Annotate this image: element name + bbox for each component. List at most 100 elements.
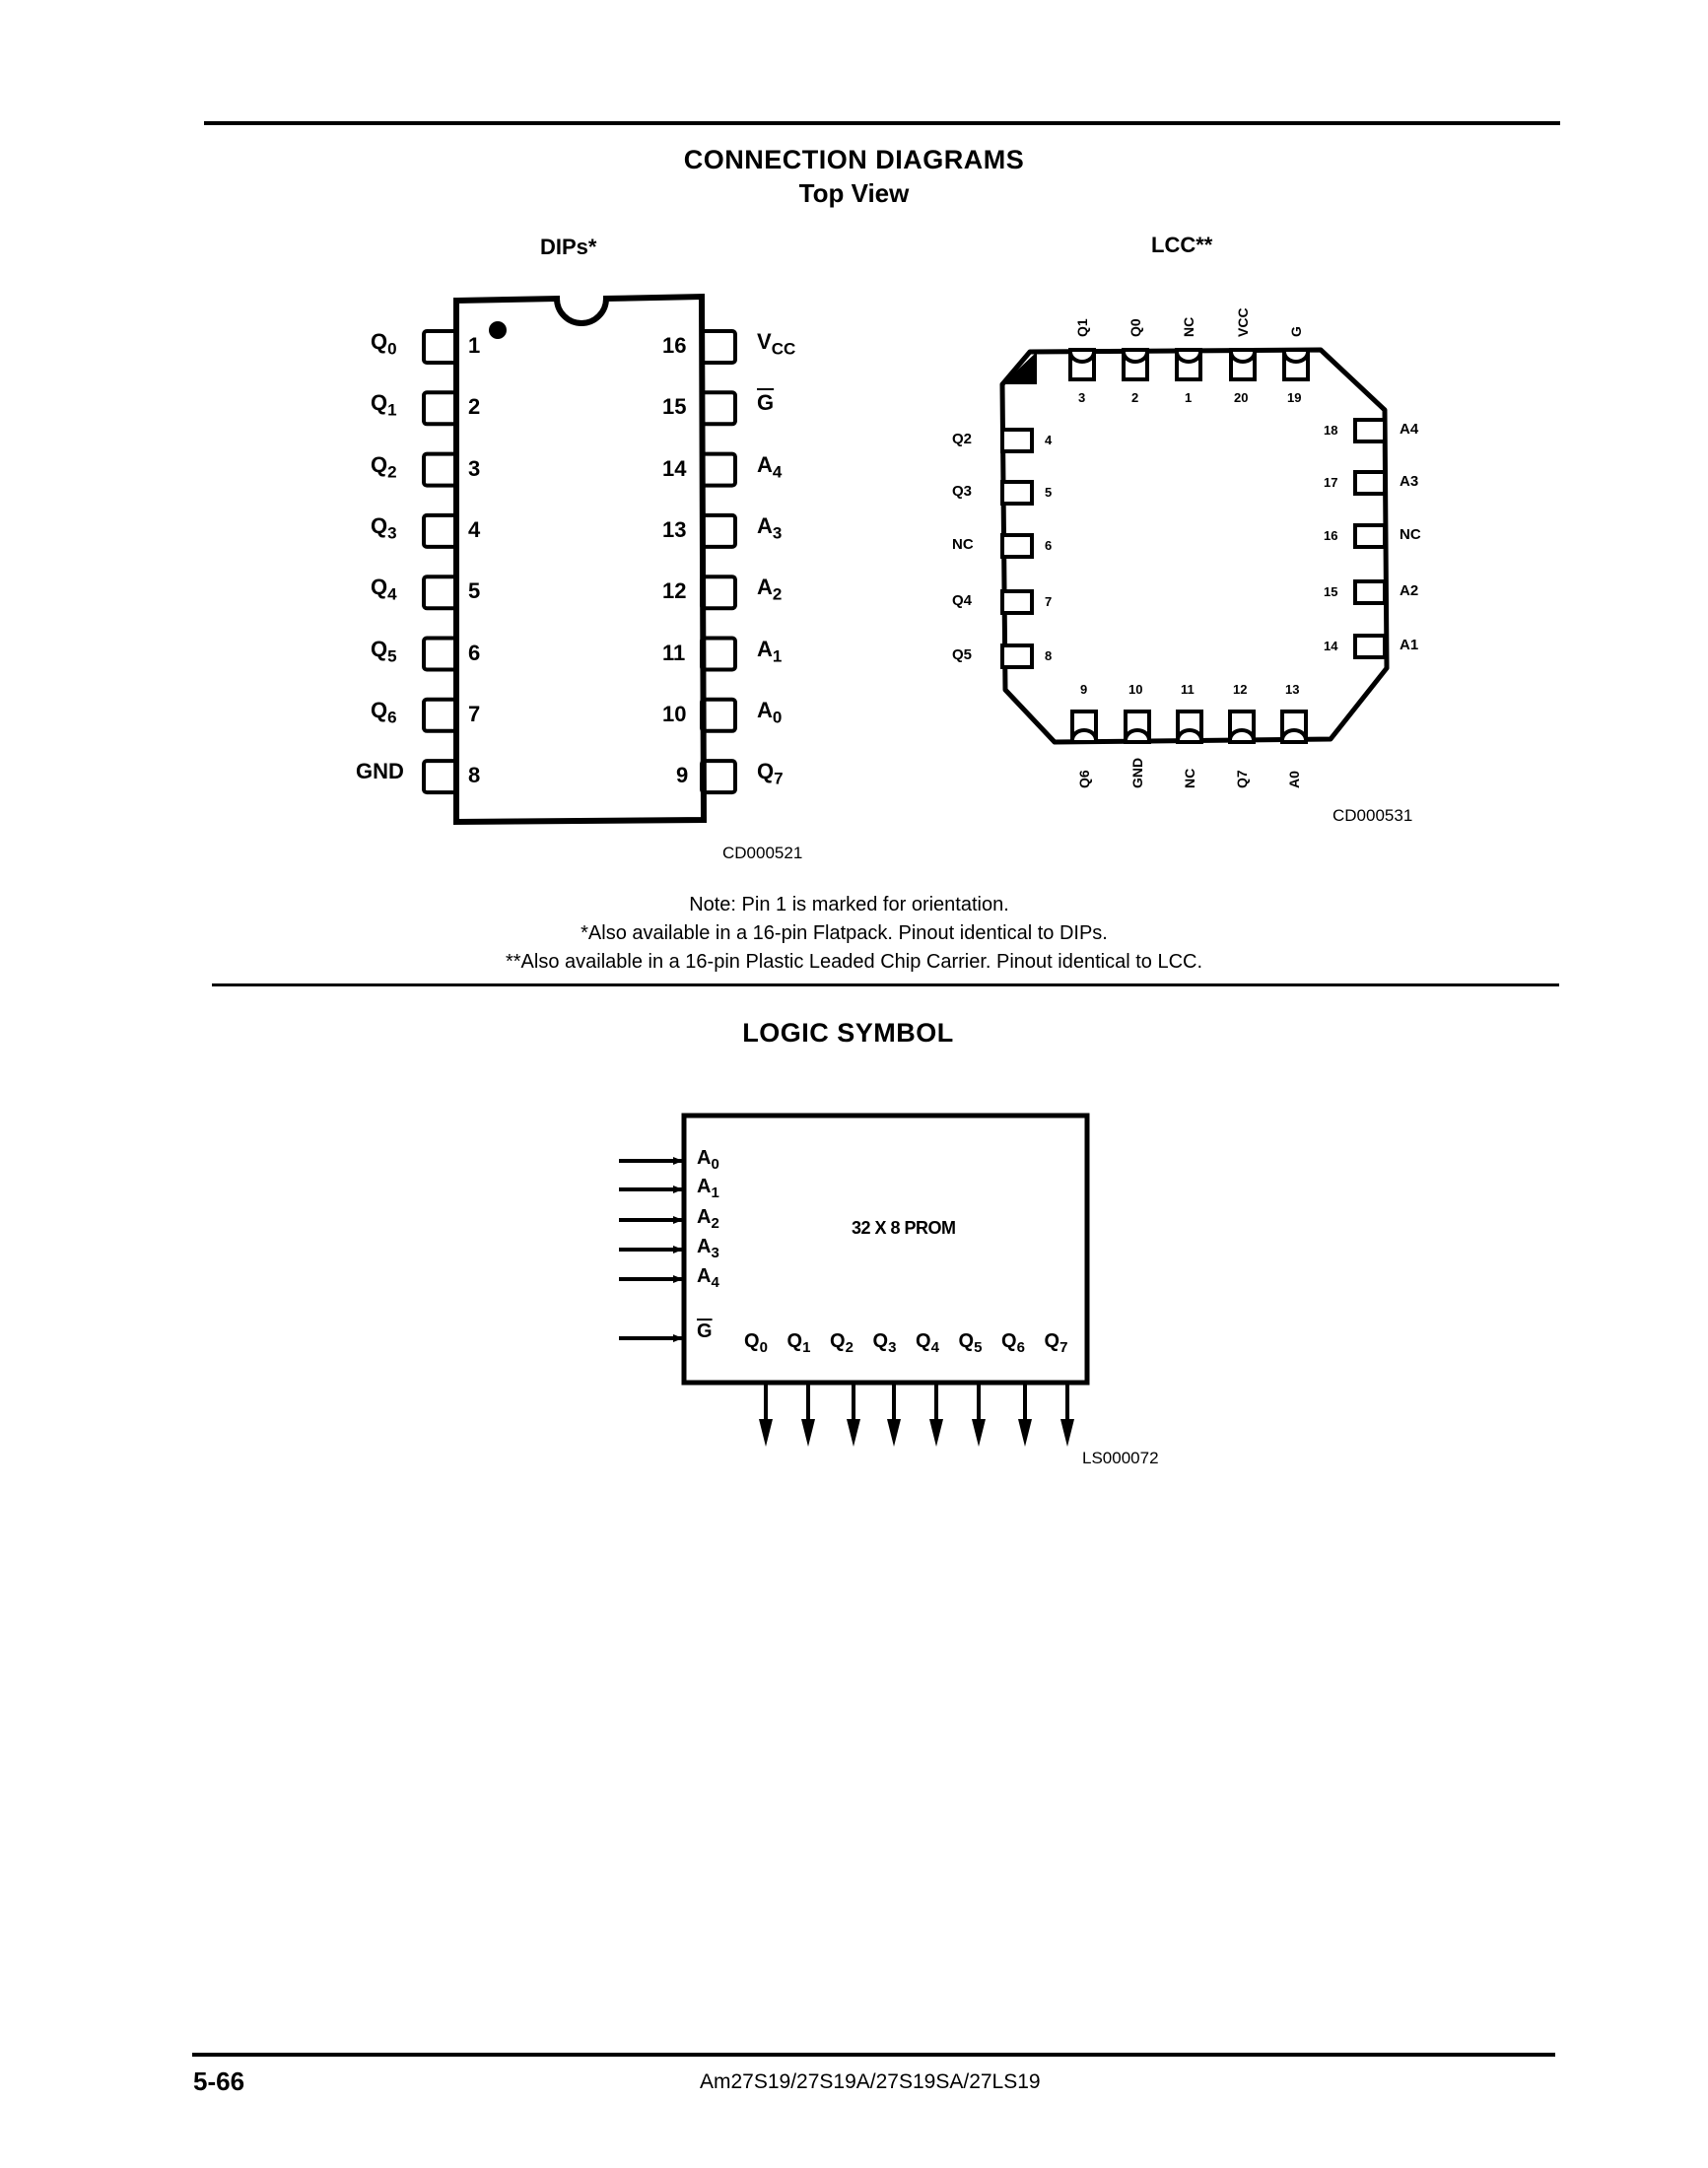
signal-name: A [757,451,773,477]
lcc-body [999,347,1390,745]
signal-subscript: 4 [387,584,397,604]
top-rule [204,121,1560,125]
output-arrowhead [887,1419,901,1447]
lcc-pin-number: 18 [1324,423,1338,438]
lcc-pin-number: 17 [1324,475,1338,490]
note-plcc: **Also available in a 16-pin Plastic Lea… [505,951,1203,973]
signal-subscript: 7 [1059,1339,1068,1356]
output-arrowhead [929,1419,943,1447]
signal-name: Q [744,1330,760,1352]
dip-pin-label: GND [356,759,404,784]
lcc-pin-label: Q3 [952,483,973,500]
prom-block [681,1113,1090,1386]
dip-pin-14 [700,451,737,488]
lcc-pin-label: VCC [1235,307,1251,337]
output-label: Q1 [787,1330,811,1356]
signal-subscript: 7 [774,769,784,788]
dip-pin-number: 4 [468,516,481,542]
dip-pin-label: A0 [757,698,782,727]
lcc-pin-label: GND [1129,757,1145,788]
signal-subscript: 5 [387,645,397,665]
input-label: A4 [697,1265,719,1291]
signal-name: Q [757,759,775,784]
lcc-pin-number: 8 [1045,648,1053,663]
dip-pin-number: 6 [468,640,481,665]
output-label: Q2 [830,1330,854,1356]
lcc-pin-19 [1282,348,1310,381]
lcc-pin-label: Q1 [1074,318,1090,337]
signal-name: Q [371,329,388,354]
signal-subscript: 4 [930,1339,939,1356]
logic-figure-code: LS000072 [1082,1449,1159,1467]
lcc-label: LCC** [1151,233,1213,257]
dip-pin-1 [422,329,458,365]
dip-pin-label: Q4 [371,575,397,604]
lcc-pin-number: 13 [1285,682,1300,697]
signal-subscript: 6 [387,708,397,727]
signal-name: Q [872,1330,889,1352]
signal-name: V [757,329,772,354]
signal-name: Q [371,451,388,477]
dip-pin-label: Q6 [371,698,397,727]
signal-name: A [697,1147,712,1169]
output-arrowhead [1018,1419,1032,1447]
dip-pin-label: Q1 [371,390,397,420]
lcc-pin-label: NC [1181,316,1196,337]
dip-body [453,293,708,826]
lcc-pin-18 [1353,418,1387,443]
dip-pin-11 [700,636,737,672]
dip-pin-label: Q5 [371,637,397,666]
output-label: Q7 [1045,1330,1068,1356]
output-label: Q3 [873,1330,897,1356]
output-arrowhead [847,1419,860,1447]
lcc-pin-number: 20 [1234,390,1249,405]
signal-name: Q [830,1330,846,1352]
dip-pin-7 [422,697,458,733]
dip-pin-number: 13 [662,516,687,542]
signal-name: A [757,636,773,661]
output-label: Q6 [1001,1330,1025,1356]
dip-label: DIPs* [540,235,597,259]
lcc-pin-7 [1000,589,1034,615]
lcc-pin-number: 11 [1181,682,1195,697]
dip-pin-label: Q0 [371,329,397,359]
signal-name: G [697,1321,713,1342]
lcc-pin-3 [1068,348,1096,381]
signal-subscript: 2 [772,584,783,604]
dip-pin-number: 3 [468,455,481,481]
signal-name: G [757,390,775,416]
dip-pin-label: A4 [757,452,782,482]
dip-pin-label: A3 [757,513,782,543]
dip-pin-label: VCC [757,329,795,359]
lcc-pin-label: Q0 [1127,318,1143,337]
lcc-pin-number: 2 [1131,390,1139,405]
lcc-pin-12 [1228,710,1256,744]
footer-rule [192,2053,1555,2057]
lcc-pin-label: A1 [1400,637,1419,653]
lcc-package-diagram [999,347,1390,745]
dip-pin-label: Q7 [757,759,784,788]
logic-symbol-diagram [619,1113,1090,1447]
lcc-pin-label: Q5 [952,646,973,663]
input-label: A0 [697,1147,719,1173]
signal-name: Q [1044,1330,1060,1352]
dip-pin-5 [422,575,458,611]
lcc-pin-number: 3 [1078,390,1086,405]
signal-subscript: 0 [759,1339,768,1356]
pin1-orientation-dot [489,321,507,339]
dip-pin-12 [700,575,737,611]
lcc-pin-number: 14 [1324,639,1338,653]
signal-subscript: 5 [974,1339,983,1356]
lcc-pin-14 [1353,634,1387,659]
lcc-pin-17 [1353,470,1387,496]
output-arrowhead [759,1419,773,1447]
dip-pin-number: 2 [468,394,481,420]
signal-subscript: 1 [802,1339,811,1356]
signal-name: Q [916,1330,931,1352]
dip-pin-number: 12 [662,578,687,604]
dip-pin-number: 16 [662,333,687,358]
page-number: 5-66 [193,2066,245,2096]
dip-pin-4 [422,512,458,549]
lcc-pin-label: Q2 [952,431,973,447]
output-arrowhead [1060,1419,1074,1447]
